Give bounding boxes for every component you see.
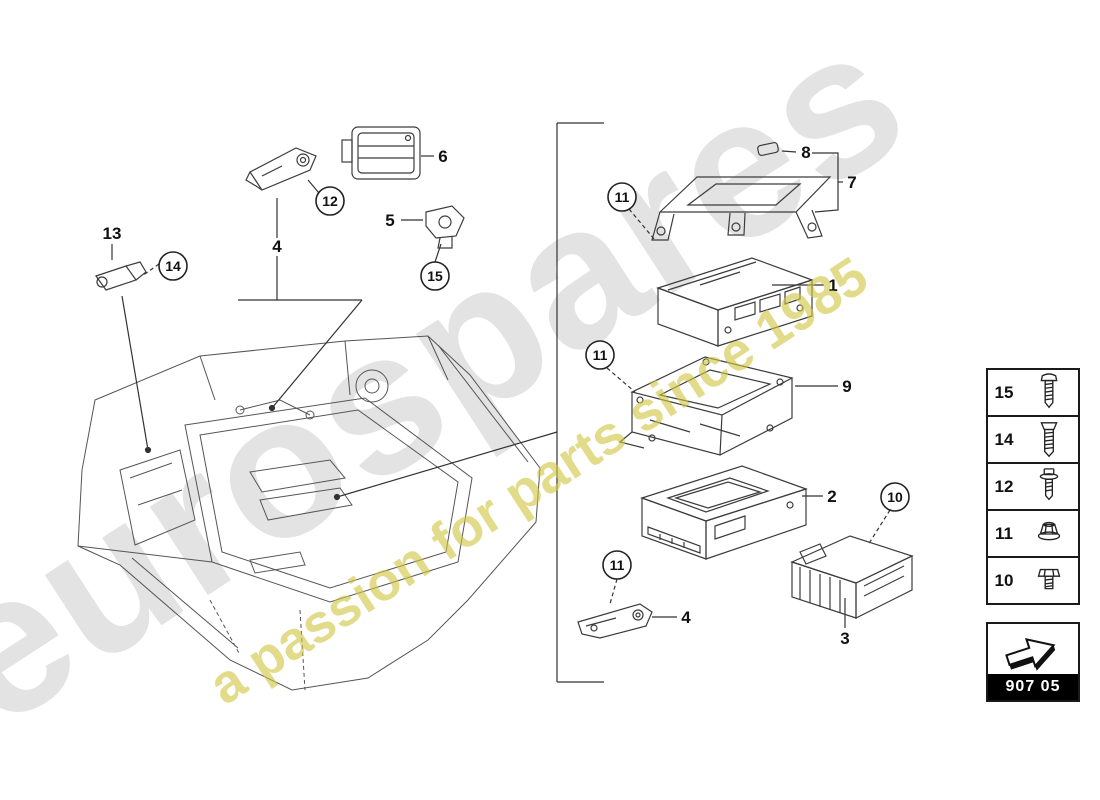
callout-8: 8 [801,143,810,162]
collar-screw-icon [1020,466,1078,508]
pan-head-screw-icon [1020,372,1078,414]
legend-label: 14 [994,429,1014,449]
svg-text:10: 10 [887,489,903,505]
callout-circle-12: 12 [315,186,345,216]
legend-row-10: 10 [988,558,1078,603]
part-5-drawing [425,205,465,249]
legend-row-11: 11 [988,511,1078,558]
callout-6: 6 [438,147,447,166]
legend-label: 12 [994,476,1014,496]
leader-lines [111,122,891,683]
callout-5: 5 [385,211,394,230]
circled-callouts: 12 15 14 11 11 11 [158,182,910,580]
legend-label: 10 [994,570,1014,590]
callout-13: 13 [103,224,122,243]
callout-circle-14: 14 [158,251,188,281]
part-code: 907 05 [988,674,1078,700]
svg-text:15: 15 [427,268,443,284]
svg-text:11: 11 [610,557,625,573]
plain-callouts: 6 4 5 13 8 7 1 9 2 3 4 [103,143,857,648]
legend-row-14: 14 [988,417,1078,464]
flange-nut-icon [1020,513,1078,555]
legend-row-12: 12 [988,464,1078,511]
svg-text:11: 11 [615,189,630,205]
part-6-drawing [341,126,421,180]
callout-9: 9 [842,377,851,396]
callout-1: 1 [828,276,837,295]
part-2-drawing [640,465,808,560]
part-7-drawing [651,176,832,241]
part-13-drawing [95,261,147,291]
callout-7: 7 [847,173,856,192]
hex-bolt-icon [1020,560,1078,602]
part-4-top-drawing [245,147,317,191]
legend-label: 15 [994,382,1014,402]
callout-2: 2 [827,487,836,506]
arrow-icon [988,624,1078,674]
svg-text:11: 11 [593,347,608,363]
diagram-code-box: 907 05 [986,622,1080,702]
legend-row-15: 15 [988,370,1078,417]
callout-3: 3 [840,629,849,648]
callout-circle-11-mid: 11 [585,340,615,370]
callout-4-bottom: 4 [681,608,691,627]
callout-4-top: 4 [272,237,282,256]
part-9-drawing [618,356,794,456]
svg-text:14: 14 [165,258,181,274]
svg-text:12: 12 [322,193,338,209]
part-4-bottom-drawing [577,603,653,639]
part-3-drawing [790,535,914,619]
fastener-legend: 15 14 12 [986,368,1080,605]
part-8-drawing [757,141,779,157]
car-body-drawing [77,335,541,691]
legend-label: 11 [995,523,1013,543]
torx-screw-icon [1020,419,1078,461]
callout-circle-11-bottom: 11 [602,550,632,580]
callout-circle-15: 15 [420,261,450,291]
callout-circle-11-top: 11 [607,182,637,212]
part-1-drawing [656,257,814,347]
callout-circle-10: 10 [880,482,910,512]
